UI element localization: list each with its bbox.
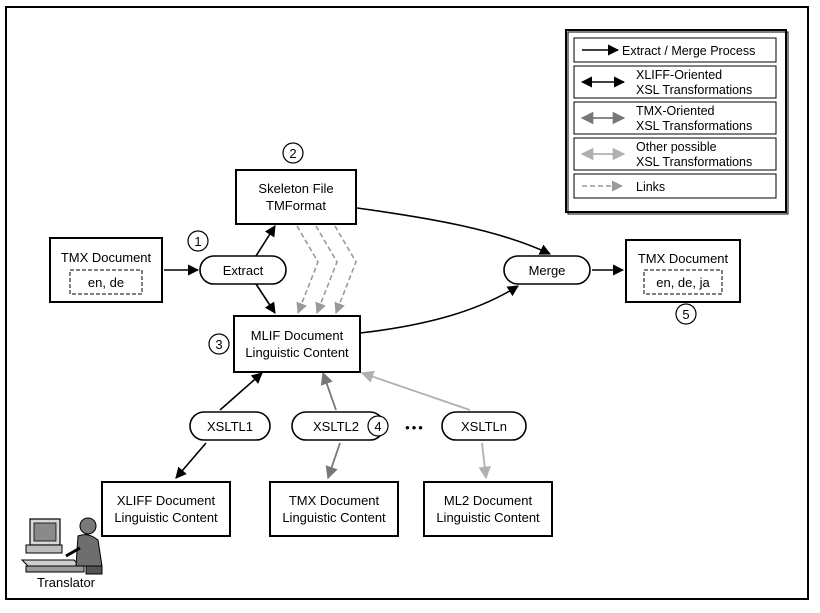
translator-at-computer-icon [20,517,103,575]
node-tmx-output: TMX Document en, de, ja [625,239,741,303]
node-skeleton-file: Skeleton File TMFormat [235,169,357,225]
step-3: 3 [208,333,230,355]
node-xsltln: XSLTLn [441,411,527,441]
arrow-mlif-to-merge [359,285,519,334]
ml2-doc-line2: Linguistic Content [436,510,540,525]
step-5: 5 [675,303,697,325]
legend: Extract / Merge Process XLIFF-Oriented X… [565,29,789,215]
arrow-extract-to-mlif [255,283,276,314]
connectors [164,207,625,480]
arrow-xsltl2-to-tmx [325,442,341,480]
translator-label: Translator [37,575,96,590]
tmx-output-langs: en, de, ja [656,275,710,290]
mlif-line2: Linguistic Content [245,345,349,360]
arrow-skeleton-to-merge [356,207,552,255]
arrow-xsltln-to-mlif [360,370,471,411]
node-xsltl1: XSLTL1 [189,411,271,441]
legend-tmx-line1: TMX-Oriented [636,104,715,118]
step-4: 4 [367,415,389,437]
legend-other-line2: XSL Transformations [636,155,752,169]
legend-tmx: TMX-Oriented XSL Transformations [573,101,777,135]
step-2-label: 2 [289,146,296,161]
xsltl1-label: XSLTL1 [207,419,253,434]
arrow-extract-to-skeleton [255,225,276,257]
node-merge: Merge [503,255,591,285]
ml2-doc-line1: ML2 Document [444,493,533,508]
tmx-doc-line1: TMX Document [289,493,380,508]
tmx-doc-line2: Linguistic Content [282,510,386,525]
legend-links-label: Links [636,180,665,194]
step-5-label: 5 [682,307,689,322]
step-4-label: 4 [374,419,381,434]
node-tmx-document: TMX Document Linguistic Content [269,481,399,537]
dashed-links [296,225,357,315]
node-extract: Extract [199,255,287,285]
node-tmx-source: TMX Document en, de [49,237,163,303]
arrow-xsltl1-to-xliff [175,442,207,479]
legend-extract-merge: Extract / Merge Process [573,37,777,63]
legend-other: Other possible XSL Transformations [573,137,777,171]
legend-extract-merge-label: Extract / Merge Process [622,44,755,58]
arrow-xsltl2-to-mlif [320,371,337,411]
legend-tmx-line2: XSL Transformations [636,119,752,133]
merge-label: Merge [529,263,566,278]
legend-other-line1: Other possible [636,140,717,154]
step-3-label: 3 [215,337,222,352]
mlif-line1: MLIF Document [251,328,344,343]
xsltln-label: XSLTLn [461,419,507,434]
node-xliff-document: XLIFF Document Linguistic Content [101,481,231,537]
step-1-label: 1 [194,234,201,249]
xliff-doc-line1: XLIFF Document [117,493,216,508]
xliff-doc-line2: Linguistic Content [114,510,218,525]
extract-label: Extract [223,263,264,278]
legend-xliff: XLIFF-Oriented XSL Transformations [573,65,777,99]
tmx-source-langs: en, de [88,275,124,290]
xsltl2-label: XSLTL2 [313,419,359,434]
arrow-xsltln-to-ml2 [478,442,491,480]
node-xsltl2: XSLTL2 [291,411,385,441]
tmx-source-title: TMX Document [61,250,152,265]
arrow-xsltl1-to-mlif [219,372,263,411]
skeleton-line2: TMFormat [266,198,326,213]
node-ml2-document: ML2 Document Linguistic Content [423,481,553,537]
legend-xliff-line1: XLIFF-Oriented [636,68,722,82]
legend-links: Links [573,173,777,199]
skeleton-line1: Skeleton File [258,181,333,196]
step-2: 2 [282,142,304,164]
ellipsis-dots: ••• [405,420,425,435]
step-1: 1 [187,230,209,252]
node-mlif-document: MLIF Document Linguistic Content [233,315,361,373]
tmx-output-title: TMX Document [638,251,729,266]
legend-xliff-line2: XSL Transformations [636,83,752,97]
